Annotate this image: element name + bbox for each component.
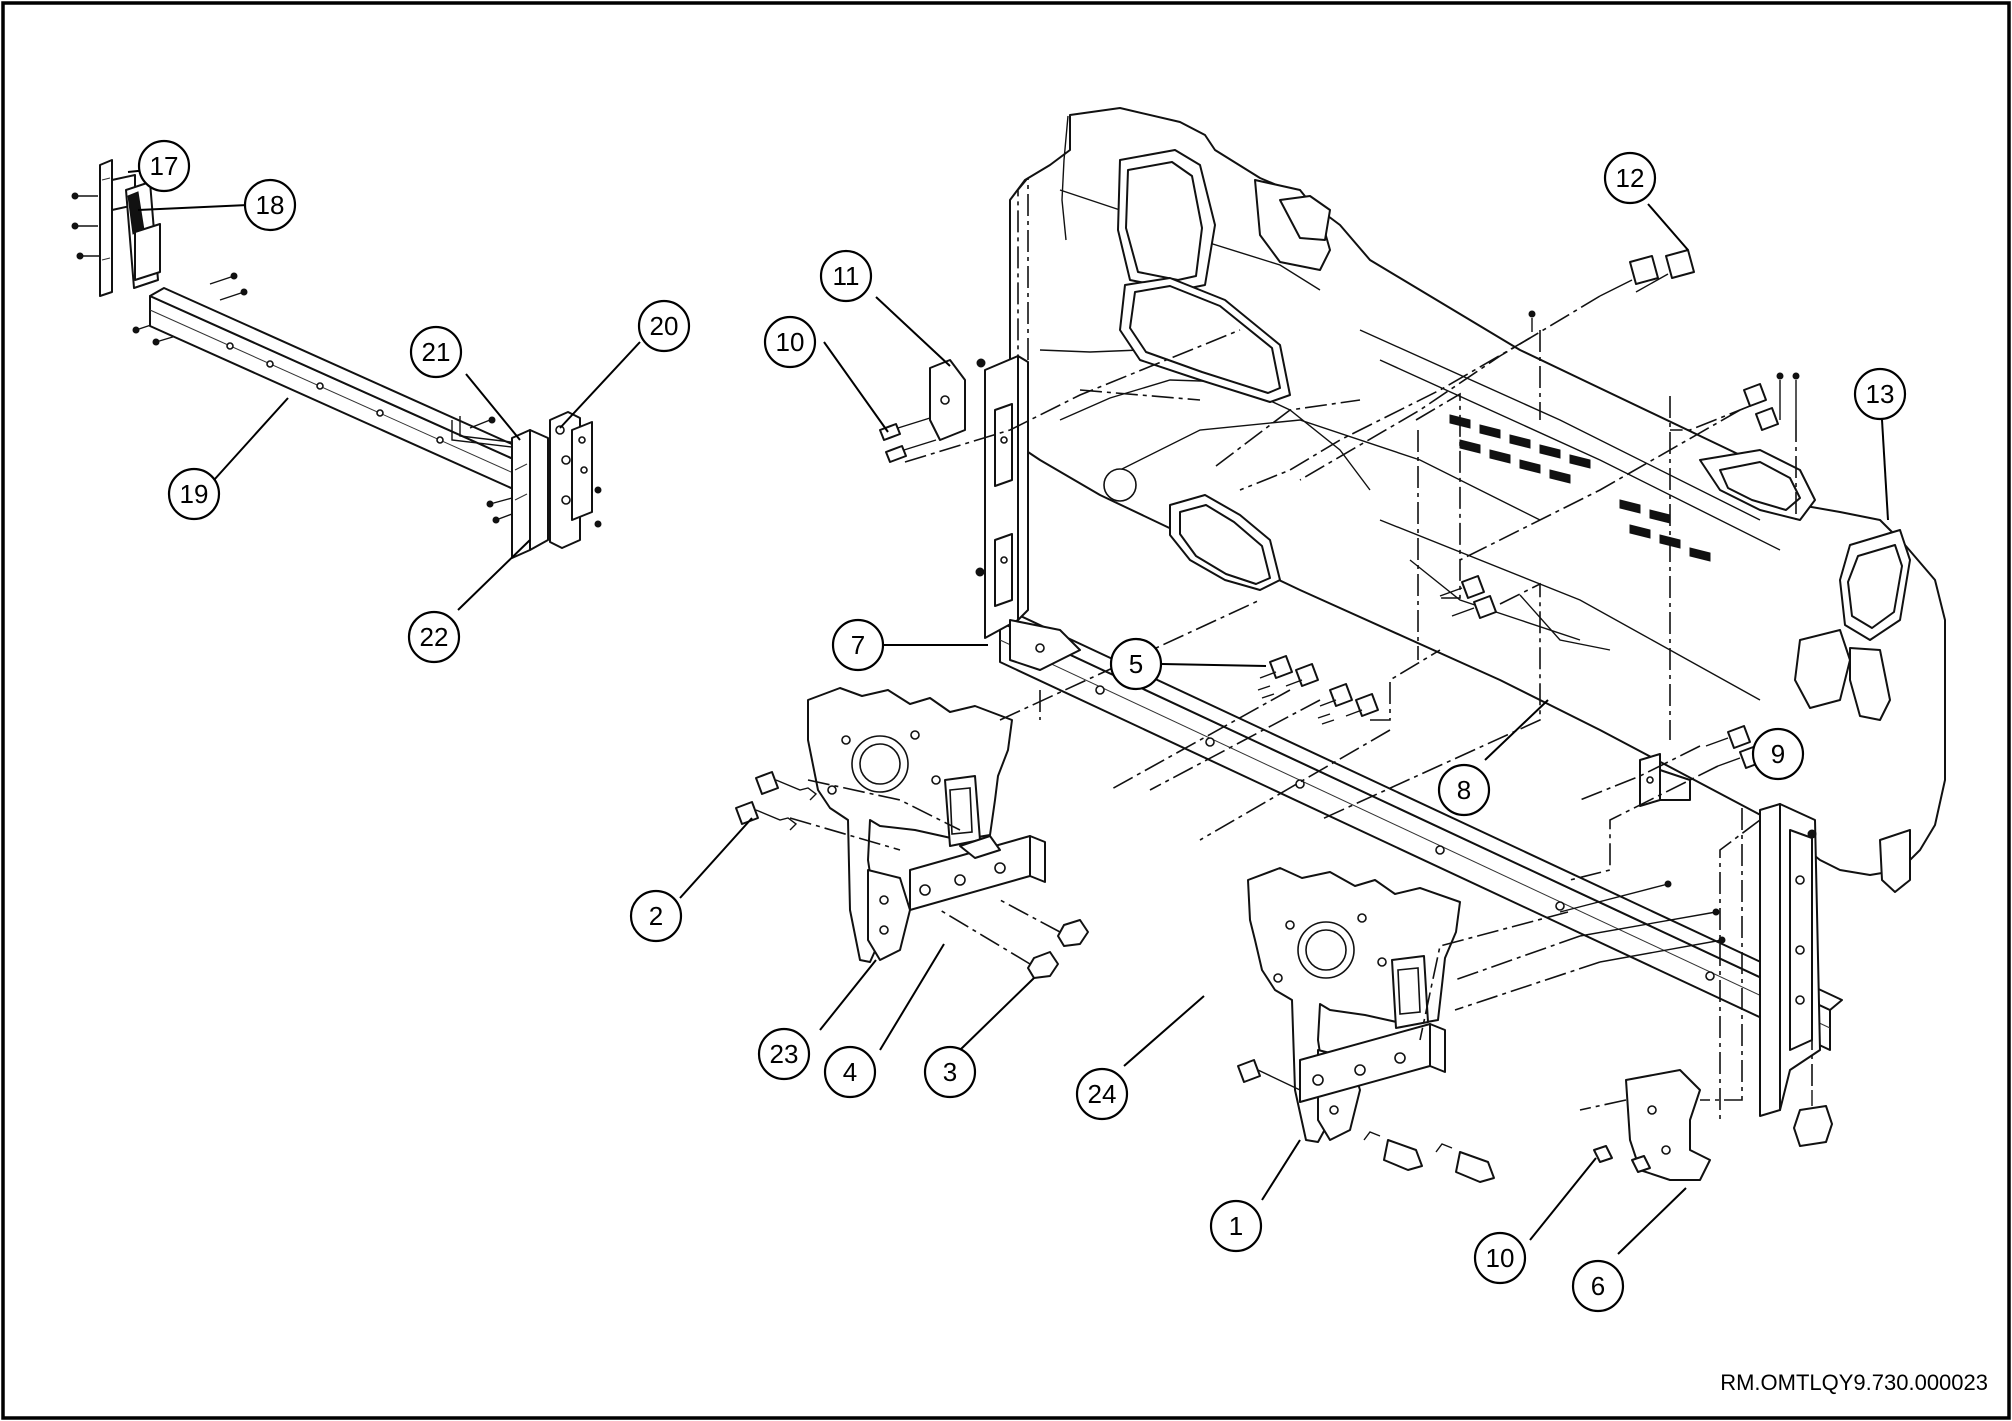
svg-text:23: 23 (770, 1039, 799, 1069)
right-beam-clip (1639, 753, 1691, 807)
bolts-2 (735, 771, 818, 831)
callout-5: 5 (1109, 637, 1163, 691)
svg-text:5: 5 (1129, 649, 1143, 679)
svg-text:3: 3 (943, 1057, 957, 1087)
callout-7: 7 (831, 618, 885, 672)
bumper-beam-8 (999, 611, 1843, 1051)
side-bracket-7 (984, 355, 1081, 671)
callout-23: 23 (757, 1027, 811, 1081)
callout-2: 2 (629, 889, 683, 943)
callout-18: 18 (243, 178, 297, 232)
callout-21: 21 (409, 325, 463, 379)
callout-12: 12 (1603, 151, 1657, 205)
svg-text:4: 4 (843, 1057, 857, 1087)
svg-text:11: 11 (833, 261, 860, 291)
nuts-3 (1027, 919, 1089, 979)
svg-text:19: 19 (180, 479, 209, 509)
svg-text:24: 24 (1088, 1079, 1117, 1109)
bolts-13-top (1739, 372, 1800, 431)
callout-10-right: 10 (1473, 1231, 1527, 1285)
callout-1: 1 (1209, 1199, 1263, 1253)
bolts-lower (1237, 1059, 1495, 1183)
bolts-8 (1439, 575, 1497, 619)
callout-3: 3 (923, 1045, 977, 1099)
assembly-lines (789, 177, 1813, 1120)
callout-20: 20 (637, 299, 691, 353)
svg-text:22: 22 (420, 622, 449, 652)
bolts-10-left (879, 417, 937, 463)
callout-19: 19 (167, 467, 221, 521)
svg-text:10: 10 (776, 327, 805, 357)
callout-8: 8 (1437, 763, 1491, 817)
svg-text:9: 9 (1771, 739, 1785, 769)
spacer-1 (1299, 1023, 1446, 1103)
side-bracket-right (1759, 803, 1833, 1147)
screws-17-18 (71, 192, 248, 346)
callout-24: 24 (1075, 1067, 1129, 1121)
bracket-11 (929, 358, 986, 577)
callout-4: 4 (823, 1045, 877, 1099)
clip-18 (125, 181, 161, 289)
l-bar (451, 416, 529, 449)
bolts-12 (1528, 249, 1695, 332)
grille-slots (1449, 414, 1711, 562)
svg-text:8: 8 (1457, 775, 1471, 805)
svg-text:1: 1 (1229, 1211, 1243, 1241)
callout-9: 9 (1751, 727, 1805, 781)
svg-text:10: 10 (1486, 1243, 1515, 1273)
callout-6: 6 (1571, 1259, 1625, 1313)
callout-10-left: 10 (763, 315, 817, 369)
callout-22: 22 (407, 610, 461, 664)
callout-11: 11 (819, 249, 873, 303)
long-bolts-right (1559, 880, 1726, 963)
svg-text:17: 17 (150, 151, 179, 181)
svg-text:18: 18 (256, 190, 285, 220)
crossmember-assembly (71, 159, 602, 559)
reference-code: RM.OMTLQY9.730.000023 (1720, 1370, 1988, 1395)
svg-text:2: 2 (649, 901, 663, 931)
svg-text:20: 20 (650, 311, 679, 341)
svg-text:21: 21 (422, 337, 451, 367)
svg-text:13: 13 (1866, 379, 1895, 409)
spacer-4 (909, 835, 1046, 911)
bolts-5 (1257, 655, 1379, 725)
bumper-shell-13 (1009, 107, 1946, 893)
callout-13: 13 (1853, 367, 1907, 421)
bracket-6 (1593, 1069, 1711, 1181)
leader-lines (127, 165, 1889, 1255)
svg-text:12: 12 (1616, 163, 1645, 193)
bracket-20 (486, 411, 602, 549)
plate-21 (511, 429, 549, 559)
svg-text:6: 6 (1591, 1271, 1605, 1301)
mount-plate-23 (807, 687, 1013, 963)
crossmember-beam-19 (149, 287, 535, 493)
callout-17: 17 (137, 139, 191, 193)
svg-text:7: 7 (851, 630, 865, 660)
